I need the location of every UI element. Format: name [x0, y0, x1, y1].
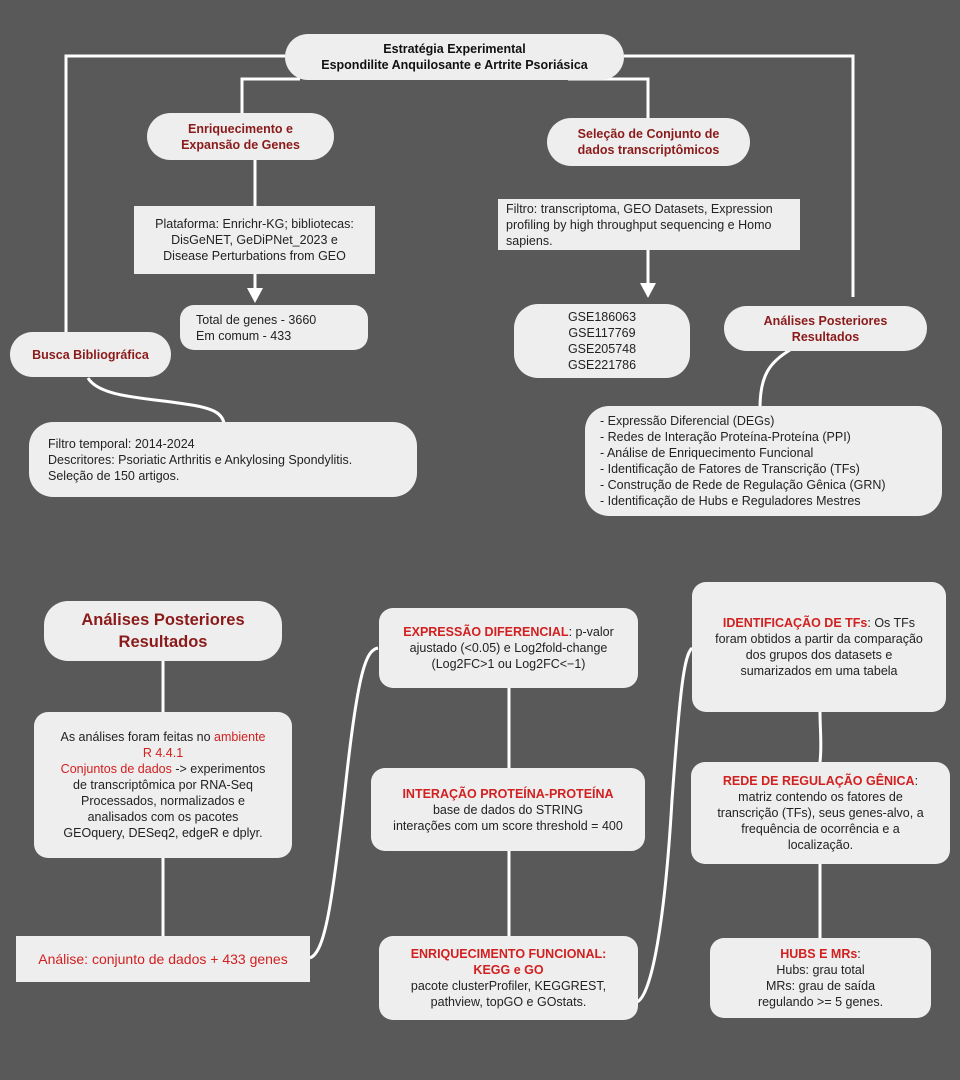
strategy-title-node: Estratégia Experimental Espondilite Anqu… [285, 34, 624, 80]
grn-title: REDE DE REGULAÇÃO GÊNICA [722, 774, 915, 788]
hubs-mrs-line3: MRs: grau de saída [765, 979, 876, 993]
functional-enrichment-title1: ENRIQUECIMENTO FUNCIONAL: [410, 947, 607, 961]
grn-line3: transcrição (TFs), seus genes-alvo, a [717, 806, 924, 820]
gene-totals-node: Total de genes - 3660 Em comum - 433 [180, 305, 368, 350]
environment-datasets-highlight: Conjuntos de dados [60, 762, 172, 776]
platform-line2: DisGeNET, GeDiPNet_2023 e [171, 233, 338, 247]
analyses-results-node: Análises Posteriores Resultados [724, 306, 927, 351]
environment-line7: GEOquery, DESeq2, edgeR e dplyr. [63, 826, 263, 840]
analyses-list-node: - Expressão Diferencial (DEGs) - Redes d… [585, 406, 942, 516]
transcriptome-filter-line3: sapiens. [506, 233, 553, 248]
bibliographic-filter-line1: Filtro temporal: 2014-2024 [48, 436, 195, 451]
analysis-environment-node: As análises foram feitas no ambiente R 4… [34, 712, 292, 858]
gse-dataset-1: GSE186063 [567, 310, 637, 324]
tf-identification-line3: dos grupos dos datasets e [745, 648, 893, 662]
hubs-mrs-title: HUBS E MRs [780, 947, 858, 961]
ppi-node: INTERAÇÃO PROTEÍNA-PROTEÍNA base de dado… [371, 768, 645, 851]
differential-expression-line1-text: : p-valor [568, 625, 614, 639]
analyses-results-line1: Análises Posteriores [763, 313, 888, 328]
gse-dataset-4: GSE221786 [567, 358, 637, 372]
environment-line6: analisados com os pacotes [87, 810, 239, 824]
functional-enrichment-title2: KEGG e GO [473, 963, 544, 977]
grn-node: REDE DE REGULAÇÃO GÊNICA: matriz contend… [691, 762, 950, 864]
differential-expression-title: EXPRESSÃO DIFERENCIAL [403, 625, 569, 639]
grn-line4: frequência de ocorrência e a [741, 822, 900, 836]
grn-line1-text: : [914, 774, 919, 788]
tf-identification-title: IDENTIFICAÇÃO DE TFs [722, 616, 868, 630]
environment-r-version: R 4.4.1 [142, 746, 184, 760]
bibliographic-filter-node: Filtro temporal: 2014-2024 Descritores: … [29, 422, 417, 497]
hubs-mrs-line1: HUBS E MRs: [780, 946, 861, 962]
results-header-line2: Resultados [118, 633, 208, 651]
analyses-list-item: - Expressão Diferencial (DEGs) [600, 414, 775, 428]
strategy-title-line2: Espondilite Anquilosante e Artrite Psori… [321, 58, 588, 72]
transcriptome-filter-line2: profiling by high throughput sequencing … [506, 217, 772, 232]
gene-totals-line2: Em comum - 433 [196, 328, 292, 343]
strategy-title-line1: Estratégia Experimental [383, 42, 526, 56]
hubs-mrs-line2: Hubs: grau total [776, 963, 865, 977]
ppi-line2: base de dados do STRING [432, 802, 584, 817]
tf-identification-line1: IDENTIFICAÇÃO DE TFs: Os TFs [723, 615, 915, 631]
gene-totals-line1: Total de genes - 3660 [196, 312, 317, 327]
ppi-title: INTERAÇÃO PROTEÍNA-PROTEÍNA [402, 786, 614, 801]
transcriptome-filter-node: Filtro: transcriptoma, GEO Datasets, Exp… [498, 199, 800, 250]
hubs-mrs-node: HUBS E MRs: Hubs: grau total MRs: grau d… [710, 938, 931, 1018]
dataset-selection-line1: Seleção de Conjunto de [577, 127, 720, 141]
bibliographic-filter-line3: Seleção de 150 artigos. [48, 468, 180, 483]
tf-identification-line4: sumarizados em uma tabela [740, 664, 898, 678]
tf-identification-line2: foram obtidos a partir da comparação [715, 632, 923, 646]
bibliographic-search-label: Busca Bibliográfica [32, 347, 149, 362]
hubs-mrs-line4: regulando >= 5 genes. [757, 995, 884, 1009]
transcriptome-filter-line1: Filtro: transcriptoma, GEO Datasets, Exp… [506, 201, 773, 216]
dataset-selection-line2: dados transcriptômicos [577, 143, 720, 157]
bibliographic-search-node: Busca Bibliográfica [10, 332, 171, 377]
enrichment-line1: Enriquecimento e [188, 121, 293, 136]
differential-expression-line2: ajustado (<0.05) e Log2fold-change [409, 641, 608, 655]
dataset-selection-node: Seleção de Conjunto de dados transcriptô… [547, 118, 750, 166]
environment-line3-text: -> experimentos [171, 762, 266, 776]
functional-enrichment-line4: pathview, topGO e GOstats. [430, 995, 587, 1009]
results-header-node: Análises Posteriores Resultados [44, 601, 282, 661]
gse-dataset-2: GSE117769 [568, 326, 636, 340]
functional-enrichment-line3: pacote clusterProfiler, KEGGREST, [410, 979, 607, 993]
environment-line3: Conjuntos de dados -> experimentos [61, 761, 266, 777]
analyses-list-item: - Construção de Rede de Regulação Gênica… [600, 478, 886, 492]
differential-expression-line1: EXPRESSÃO DIFERENCIAL: p-valor [403, 624, 613, 640]
platform-line1: Plataforma: Enrichr-KG; bibliotecas: [155, 217, 354, 231]
gse-datasets-node: GSE186063 GSE117769 GSE205748 GSE221786 [514, 304, 690, 378]
analysis-dataset-label: Análise: conjunto de dados + 433 genes [38, 951, 288, 967]
analyses-list-item: - Redes de Interação Proteína-Proteína (… [600, 430, 851, 444]
analyses-results-line2: Resultados [791, 329, 860, 344]
gse-dataset-3: GSE205748 [567, 342, 637, 356]
ppi-line3: interações com um score threshold = 400 [393, 818, 623, 833]
analysis-dataset-node: Análise: conjunto de dados + 433 genes [16, 936, 310, 982]
environment-line4: de transcriptômica por RNA-Seq [73, 778, 253, 792]
enrichment-node: Enriquecimento e Expansão de Genes [147, 113, 334, 160]
hubs-mrs-line1-text: : [857, 947, 861, 961]
enrichment-line2: Expansão de Genes [181, 137, 300, 152]
environment-line1: As análises foram feitas no ambiente [61, 729, 266, 745]
analyses-list-item: - Análise de Enriquecimento Funcional [600, 446, 814, 460]
bibliographic-filter-line2: Descritores: Psoriatic Arthritis e Ankyl… [48, 452, 353, 467]
tf-identification-node: IDENTIFICAÇÃO DE TFs: Os TFs foram obtid… [692, 582, 946, 712]
grn-line5: localização. [787, 838, 854, 852]
differential-expression-node: EXPRESSÃO DIFERENCIAL: p-valor ajustado … [379, 608, 638, 688]
functional-enrichment-node: ENRIQUECIMENTO FUNCIONAL: KEGG e GO paco… [379, 936, 638, 1020]
platform-node: Plataforma: Enrichr-KG; bibliotecas: Dis… [134, 206, 375, 274]
grn-line1: REDE DE REGULAÇÃO GÊNICA: [723, 773, 918, 789]
analyses-list-item: - Identificação de Fatores de Transcriçã… [600, 462, 860, 476]
differential-expression-line3: (Log2FC>1 ou Log2FC<−1) [431, 657, 586, 671]
platform-line3: Disease Perturbations from GEO [163, 249, 346, 263]
tf-identification-line1-text: : Os TFs [867, 616, 916, 630]
results-header-line1: Análises Posteriores [81, 611, 245, 629]
grn-line2: matriz contendo os fatores de [738, 790, 903, 804]
analyses-list-item: - Identificação de Hubs e Reguladores Me… [600, 494, 861, 508]
environment-line1-highlight: ambiente [214, 730, 266, 744]
environment-line1-text: As análises foram feitas no [60, 730, 215, 744]
environment-line5: Processados, normalizados e [81, 794, 245, 808]
